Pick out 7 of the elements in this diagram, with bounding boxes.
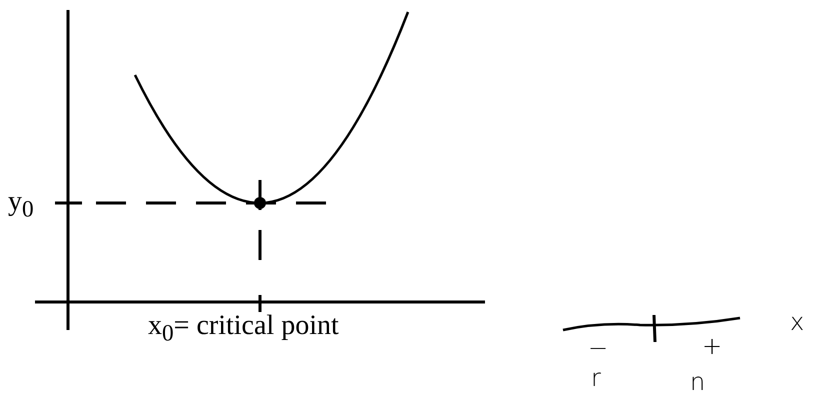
sign-label: −: [588, 336, 608, 360]
variable-label: x: [790, 310, 804, 334]
handwritten-mark: n: [690, 370, 706, 394]
sign-label: +: [702, 334, 722, 358]
handwritten-mark: r: [591, 366, 601, 390]
axis-label: y$_{0}$: [8, 188, 34, 222]
axis-label: x$_{0}$= critical point: [148, 312, 339, 346]
